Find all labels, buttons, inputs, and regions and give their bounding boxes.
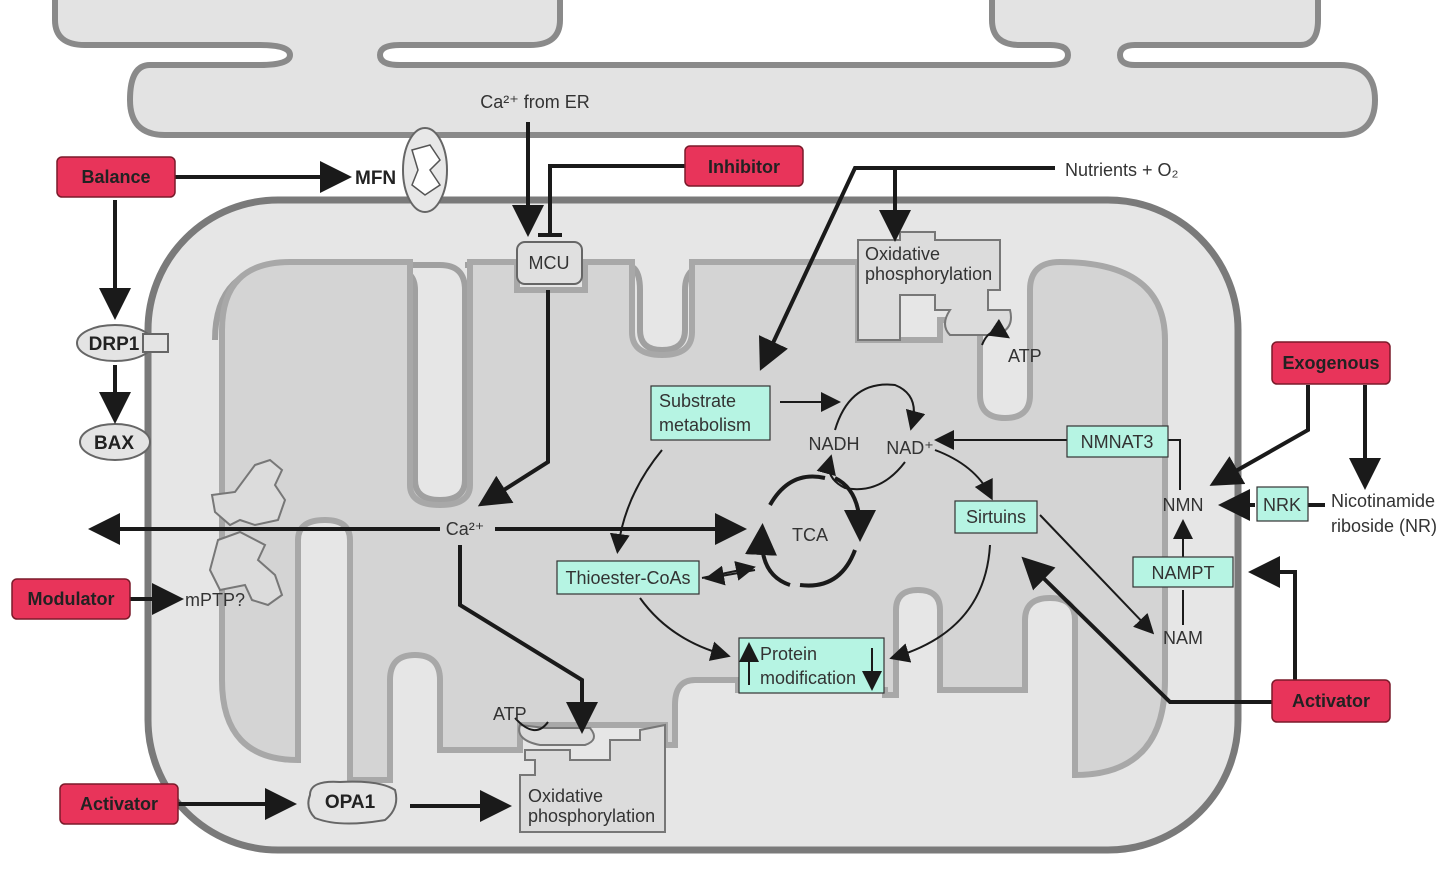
oxphos-bottom-label-1: Oxidative [528,786,603,806]
activator-left-box: Activator [59,783,179,825]
protein-modification-box: Protein modification [738,637,885,694]
nad-label: NAD⁺ [886,438,934,458]
atp-top-label: ATP [1008,346,1042,366]
sirtuins-label: Sirtuins [966,507,1026,527]
nam-label: NAM [1163,628,1203,648]
tca-cycle [745,474,876,588]
drp1-protein [76,324,169,362]
nmn-label: NMN [1163,495,1204,515]
exogenous-label: Exogenous [1282,353,1379,373]
nrk-label: NRK [1263,495,1301,515]
oxphos-bottom-label-2: phosphorylation [528,806,655,826]
nmnat3-label: NMNAT3 [1081,432,1154,452]
protein-label-2: modification [760,668,856,688]
nad-to-nadh-arrow [816,454,906,491]
sirtuins-box: Sirtuins [954,500,1038,534]
tca-label: TCA [792,525,828,545]
inhibitor-box: Inhibitor [684,145,804,187]
ca-from-er-label: Ca²⁺ from ER [480,92,590,112]
opa1-protein [307,780,398,825]
oxphos-top-label-1: Oxidative [865,244,940,264]
drp1-label: DRP1 [89,334,140,355]
balance-box: Balance [56,156,176,198]
nampt-label: NAMPT [1152,563,1215,583]
mitochondrion [144,196,1242,854]
mcu-label: MCU [529,253,570,273]
substrate-label-1: Substrate [659,391,736,411]
substrate-metabolism-box: Substrate metabolism [650,385,771,441]
mfn-protein [402,127,448,213]
bax-protein [79,423,151,461]
thioester-label: Thioester-CoAs [565,568,690,588]
endoplasmic-reticulum [52,0,1379,138]
nadh-to-nad-arrow [834,383,926,431]
nr-label-1: Nicotinamide [1331,491,1435,511]
activator-left-label: Activator [80,794,158,814]
nmnat3-box: NMNAT3 [1066,425,1169,458]
nr-label-2: riboside (NR) [1331,516,1437,536]
opa1-label: OPA1 [325,792,376,813]
ca-label: Ca²⁺ [446,519,485,539]
nutrients-label: Nutrients + O₂ [1065,160,1179,180]
modulator-label: Modulator [28,589,115,609]
nadh-label: NADH [808,434,859,454]
arrows [88,122,1381,822]
activator-right-label: Activator [1292,691,1370,711]
atp-bottom-label: ATP [493,704,527,724]
mptp-label: mPTP? [185,590,245,610]
mptp-complex [208,458,287,607]
mfn-label: MFN [355,168,396,189]
mcu-protein [516,241,583,285]
oxphos-top-label-2: phosphorylation [865,264,992,284]
nrk-box: NRK [1256,486,1309,522]
activator-right-box: Activator [1271,679,1391,723]
modulator-box: Modulator [11,578,131,620]
substrate-label-2: metabolism [659,415,751,435]
exogenous-box: Exogenous [1271,341,1391,385]
inhibitor-label: Inhibitor [708,157,780,177]
nampt-box: NAMPT [1132,556,1234,588]
protein-label-1: Protein [760,644,817,664]
bax-label: BAX [94,433,134,454]
balance-label: Balance [81,167,150,187]
thioester-coas-box: Thioester-CoAs [556,560,700,595]
